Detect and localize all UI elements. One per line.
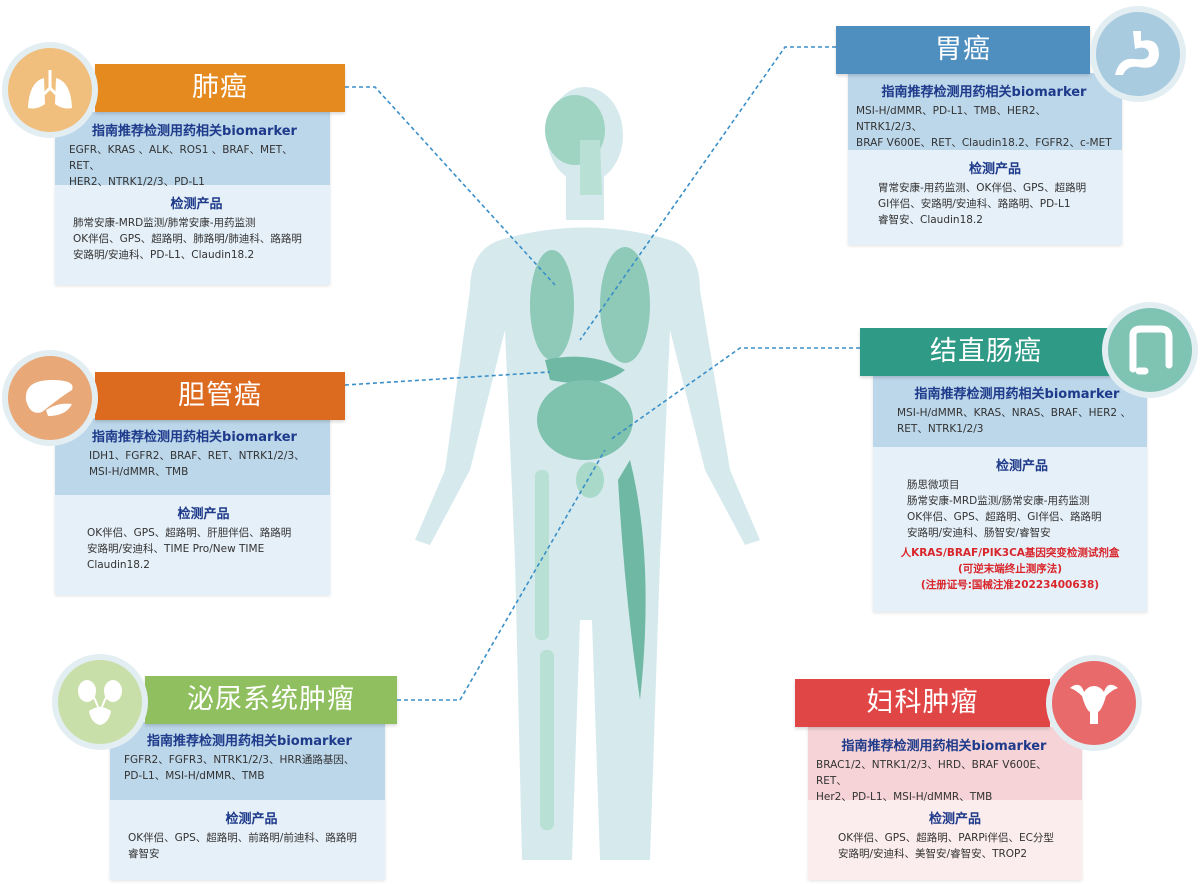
product-line: OK伴侣、GPS、超路明、前路明/前迪科、路路明: [128, 832, 357, 844]
product-line: OK伴侣、GPS、超路明、PARPi伴侣、EC分型: [838, 832, 1054, 844]
liver-icon: [2, 350, 98, 446]
biomarker-heading: 指南推荐检测用药相关biomarker: [92, 124, 297, 139]
product-line: OK伴侣、GPS、超路明、GI伴侣、路路明: [907, 511, 1102, 523]
kidney-bladder-icon: [52, 654, 148, 750]
product-line: 安路明/安迪科、肠智安/睿智安: [907, 527, 1051, 539]
organs: [530, 95, 650, 830]
biomarker-heading: 指南推荐检测用药相关biomarker: [881, 85, 1087, 100]
products-heading: 检测产品: [170, 197, 223, 212]
product-line: 睿智安、Claudin18.2: [878, 214, 983, 226]
product-line: Claudin18.2: [87, 559, 150, 571]
card-title: 胆管癌: [95, 372, 345, 420]
card-title: 结直肠癌: [860, 328, 1112, 376]
product-line: 安路明/安迪科、美智安/睿智安、TROP2: [838, 848, 1028, 860]
kit-name: 人KRAS/BRAF/PIK3CA基因突变检测试剂盒: [900, 547, 1120, 559]
biomarker-line: RET、NTRK1/2/3: [897, 423, 984, 435]
biomarker-heading: 指南推荐检测用药相关biomarker: [92, 430, 297, 445]
products-heading: 检测产品: [928, 812, 981, 827]
card-title: 泌尿系统肿瘤: [145, 676, 397, 724]
biomarker-line: BRAC1/2、NTRK1/2/3、HRD、BRAF V600E、RET、: [816, 759, 1047, 787]
product-line: OK伴侣、GPS、超路明、肺路明/肺迪科、路路明: [73, 233, 302, 245]
products-heading: 检测产品: [968, 162, 1021, 177]
lungs-icon: [2, 42, 98, 138]
products-heading: 检测产品: [225, 812, 278, 827]
connector-lines: [344, 46, 860, 701]
card-title: 妇科肿瘤: [795, 679, 1050, 727]
kit-method: (可逆末端终止测序法): [957, 563, 1063, 575]
product-line: 肠思微项目: [907, 479, 960, 491]
biomarker-line: PD-L1、MSI-H/dMMR、TMB: [124, 770, 265, 782]
biomarker-line: HER2、NTRK1/2/3、PD-L1: [69, 176, 205, 188]
products-heading: 检测产品: [177, 507, 230, 522]
kit-registration: (注册证号:国械注准20223400638): [920, 579, 1100, 591]
biomarker-line: EGFR、KRAS 、ALK、ROS1 、BRAF、MET、RET、: [69, 144, 293, 172]
biomarker-heading: 指南推荐检测用药相关biomarker: [841, 739, 1047, 754]
product-line: 睿智安: [128, 848, 160, 860]
product-line: 肠常安康-MRD监测/肠常安康-用药监测: [907, 495, 1090, 507]
product-line: 胃常安康-用药监测、OK伴侣、GPS、超路明: [878, 182, 1087, 194]
products-heading: 检测产品: [995, 459, 1048, 474]
biomarker-line: FGFR2、FGFR3、NTRK1/2/3、HRR通路基因、: [124, 754, 355, 766]
product-line: GI伴侣、安路明/安迪科、路路明、PD-L1: [878, 198, 1071, 210]
biomarker-line: BRAF V600E、RET、Claudin18.2、FGFR2、c-MET: [856, 137, 1112, 149]
uterus-icon: [1046, 655, 1142, 751]
product-line: OK伴侣、GPS、超路明、肝胆伴侣、路路明: [87, 527, 292, 539]
biomarker-line: Her2、PD-L1、MSI-H/dMMR、TMB: [816, 791, 993, 803]
card-title: 肺癌: [95, 64, 345, 112]
product-line: 肺常安康-MRD监测/肺常安康-用药监测: [73, 217, 256, 229]
card-title: 胃癌: [836, 26, 1090, 74]
product-line: 安路明/安迪科、PD-L1、Claudin18.2: [73, 249, 255, 261]
biomarker-heading: 指南推荐检测用药相关biomarker: [914, 387, 1120, 402]
stomach-icon: [1090, 6, 1186, 102]
intestine-icon: [1102, 302, 1198, 398]
biomarker-line: MSI-H/dMMR、PD-L1、TMB、HER2、NTRK1/2/3、: [856, 105, 1047, 133]
biomarker-line: MSI-H/dMMR、TMB: [89, 466, 189, 478]
product-line: 安路明/安迪科、TIME Pro/New TIME: [87, 543, 265, 555]
biomarker-line: MSI-H/dMMR、KRAS、NRAS、BRAF、HER2 、: [897, 407, 1131, 419]
biomarker-heading: 指南推荐检测用药相关biomarker: [147, 734, 352, 749]
biomarker-line: IDH1、FGFR2、BRAF、RET、NTRK1/2/3、: [89, 450, 305, 462]
